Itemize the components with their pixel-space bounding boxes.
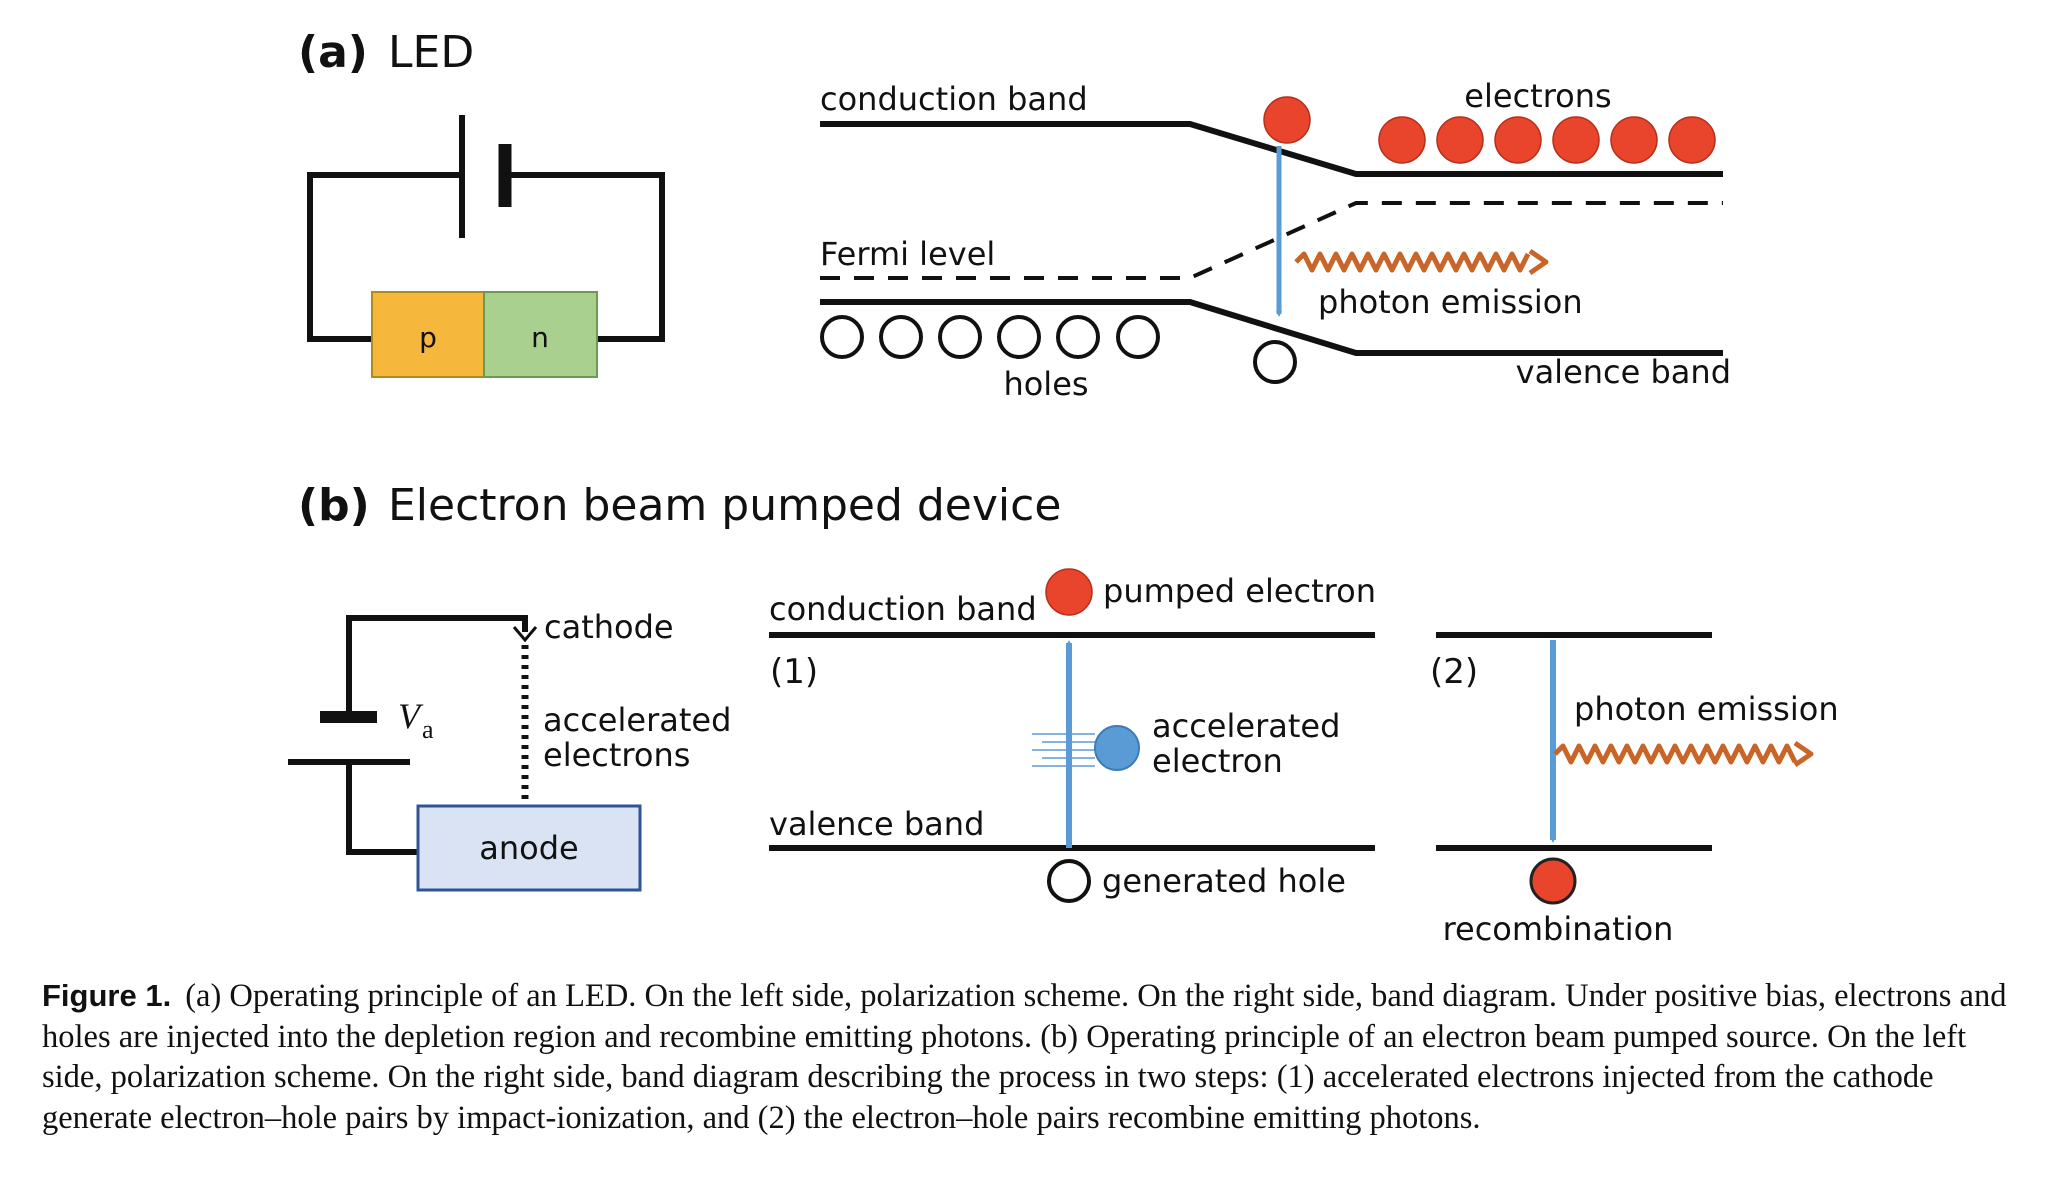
step1-conduction-label: conduction band: [769, 590, 1037, 628]
conduction-band-line: [820, 121, 1723, 177]
anode-box: [416, 804, 642, 892]
panel-a: (a) LED p n conduction band electrons Fe…: [298, 27, 1731, 403]
electron: [1668, 116, 1716, 164]
electron: [1552, 116, 1600, 164]
hole: [1116, 315, 1160, 359]
photon-wave: [1294, 251, 1531, 273]
step2-photon-label: photon emission: [1574, 690, 1839, 728]
generated-hole-label: generated hole: [1102, 862, 1346, 900]
n-label: n: [531, 321, 549, 354]
holes-row: [820, 315, 1297, 384]
step1-number: (1): [770, 652, 818, 692]
pumped-electron-label: pumped electron: [1103, 572, 1376, 610]
accelerated-electrons-line1: accelerated: [543, 701, 731, 739]
pumped-electron: [1045, 568, 1093, 616]
photon-wave: [1553, 743, 1798, 765]
valence-band-label: valence band: [1516, 353, 1731, 391]
panel-b-title: Electron beam pumped device: [388, 480, 1061, 531]
hole: [938, 315, 982, 359]
panel-a-title: LED: [388, 27, 474, 78]
electron: [1610, 116, 1658, 164]
led-circuit: [307, 115, 665, 342]
generated-hole: [1047, 859, 1091, 903]
caption-text: (a) Operating principle of an LED. On th…: [42, 978, 2007, 1136]
anode-label: anode: [479, 829, 578, 867]
hole: [1056, 315, 1100, 359]
holes-label: holes: [1003, 365, 1088, 403]
hole: [879, 315, 923, 359]
voltage-v: V: [398, 696, 424, 736]
figure-caption: Figure 1.(a) Operating principle of an L…: [42, 976, 2027, 1138]
step2-band-diagram: (2) photon emission recombination: [1430, 632, 1839, 948]
hole-recombining: [1253, 340, 1297, 384]
fermi-level-line: [820, 201, 1723, 280]
wire-bottom: [346, 762, 418, 855]
cathode-arrowhead: [512, 626, 538, 643]
hole: [997, 315, 1041, 359]
caption-label: Figure 1.: [42, 978, 172, 1013]
ebeam-circuit: [288, 615, 528, 855]
photon-wave-arrowhead: [1528, 248, 1549, 276]
p-label: p: [419, 321, 437, 354]
electrons-label: electrons: [1464, 77, 1611, 115]
hole: [820, 315, 864, 359]
electron: [1436, 116, 1484, 164]
recombination-label: recombination: [1443, 910, 1674, 948]
accelerated-electron-line2: electron: [1152, 742, 1283, 780]
electron-recombining: [1263, 96, 1311, 144]
cathode-label: cathode: [544, 608, 674, 646]
panel-b: (b) Electron beam pumped device anode Va…: [288, 480, 1839, 948]
wire-top: [346, 615, 528, 716]
step2-number: (2): [1430, 652, 1478, 692]
panel-b-label: (b): [298, 480, 370, 531]
motion-lines: [1032, 733, 1095, 767]
conduction-band-label: conduction band: [820, 80, 1088, 118]
led-band-diagram: conduction band electrons Fermi level va…: [820, 77, 1731, 403]
accelerated-electron: [1094, 725, 1140, 771]
voltage-subscript: a: [422, 715, 434, 744]
electron: [1494, 116, 1542, 164]
valence-band-line: [820, 299, 1723, 356]
electron: [1378, 116, 1426, 164]
n-region: [483, 291, 598, 378]
photon-wave-arrowhead: [1793, 740, 1814, 768]
recombination-electron: [1529, 857, 1577, 905]
figure-diagram: (a) LED p n conduction band electrons Fe…: [288, 27, 1839, 948]
circuit-wire-right: [505, 172, 665, 342]
electrons-row: [1263, 96, 1716, 164]
panel-a-label: (a): [298, 27, 368, 78]
p-region: [371, 291, 485, 378]
accelerated-electrons-line2: electrons: [543, 736, 690, 774]
photon-emission-label: photon emission: [1318, 283, 1583, 321]
fermi-level-label: Fermi level: [820, 235, 995, 273]
step1-band-diagram: conduction band (1) valence band pumped …: [769, 568, 1376, 903]
accelerated-electron-line1: accelerated: [1152, 707, 1340, 745]
voltage-symbol: Va: [398, 696, 434, 744]
circuit-wire-left: [307, 172, 462, 342]
step1-valence-label: valence band: [769, 805, 984, 843]
